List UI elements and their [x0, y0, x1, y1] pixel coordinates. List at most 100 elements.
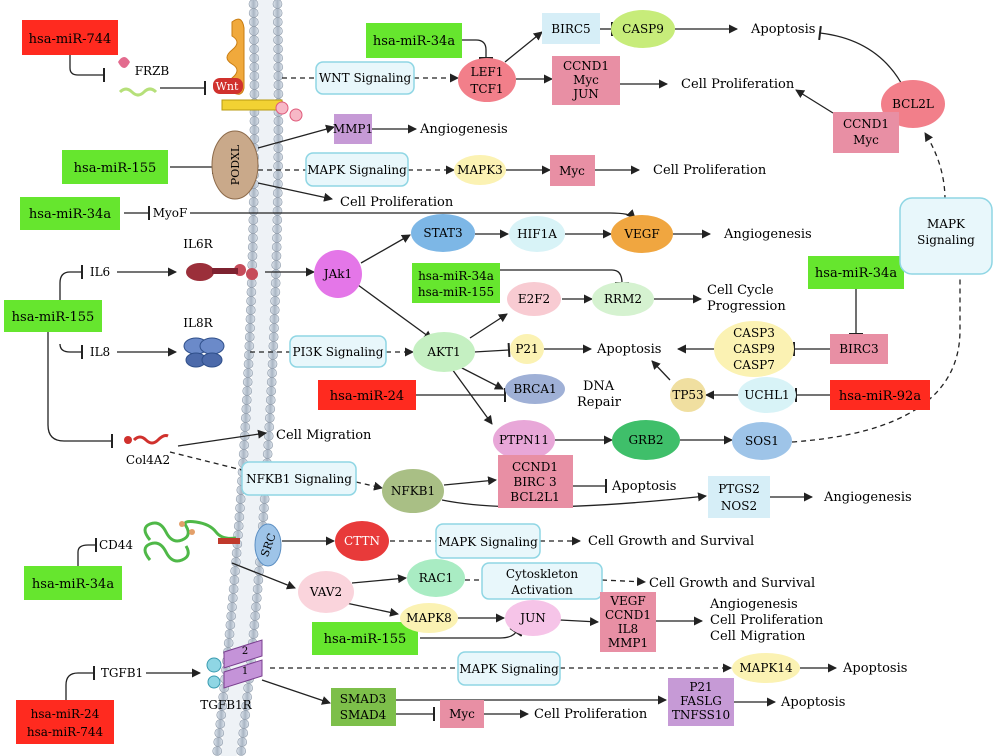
lipid-head	[265, 404, 276, 414]
lipid-head	[240, 422, 251, 432]
lipid-head	[248, 0, 259, 9]
outcome-label: Angiogenesis	[419, 122, 508, 137]
gene-node	[298, 571, 354, 613]
gene-node	[542, 13, 600, 44]
lipid-head	[248, 629, 259, 639]
lipid-head	[249, 26, 259, 36]
gene-node	[738, 377, 796, 413]
lipid-head	[236, 746, 247, 756]
lipid-head	[224, 629, 235, 639]
gene-node	[668, 678, 734, 726]
lipid-head	[273, 44, 283, 54]
gene-label: CCND1	[563, 59, 609, 73]
mirna-label: hsa-miR-744	[29, 32, 112, 47]
gene-node	[440, 700, 484, 728]
mirna-box	[366, 23, 462, 58]
cd44-icon	[143, 520, 240, 563]
lipid-head	[238, 449, 249, 459]
gene-node	[611, 10, 675, 48]
lipid-head	[244, 332, 255, 342]
lipid-head	[266, 377, 277, 387]
lipid-head	[269, 305, 280, 315]
gene-label: FASLG	[680, 694, 722, 708]
mirna-box	[4, 300, 102, 332]
gene-label: CCND1	[605, 608, 651, 622]
lipid-head	[273, 35, 283, 45]
gene-label: CASP9	[733, 342, 775, 356]
lipid-head	[243, 683, 253, 693]
membrane-core	[220, 0, 275, 756]
pathway-label: Signaling	[917, 233, 975, 247]
outcome-label: DNA	[583, 379, 615, 394]
gene-label: JUN	[518, 611, 545, 625]
frzb-icon	[118, 57, 158, 97]
pathway-box	[315, 61, 415, 95]
gene-node	[833, 112, 899, 153]
outcome-label: Apoptosis	[842, 661, 907, 676]
lipid-head	[246, 296, 256, 306]
receptor-label: TGFB1	[101, 666, 143, 680]
gene-node	[334, 114, 372, 144]
lipid-head	[263, 440, 274, 450]
outcome-label: Apoptosis	[780, 695, 845, 710]
lipid-head	[239, 719, 250, 729]
outcome-label: Angiogenesis	[823, 490, 912, 505]
gene-label: BRCA1	[513, 382, 556, 396]
lipid-head	[272, 8, 283, 18]
gene-node	[552, 56, 620, 105]
lipid-head	[245, 323, 255, 333]
gene-label: MMP1	[608, 636, 648, 650]
gene-label: CASP3	[733, 326, 775, 340]
lipid-head	[271, 260, 282, 270]
gene-node	[458, 58, 516, 102]
lipid-head	[229, 575, 240, 585]
lipid-head	[237, 737, 248, 747]
gene-node	[407, 559, 465, 597]
pathway-label: NFKB1 Signaling	[246, 472, 352, 486]
outcome-label: Cell Proliferation	[710, 613, 824, 628]
gene-label: BIRC3	[839, 342, 878, 356]
lipid-head	[265, 395, 276, 405]
receptor-label: IL6R	[183, 237, 213, 251]
gene-node	[400, 603, 458, 633]
lipid-head	[245, 314, 256, 324]
outcome-label: Cell Proliferation	[681, 77, 795, 92]
gene-label: CCND1	[843, 117, 889, 131]
lipid-head	[273, 80, 284, 90]
mirna-box	[808, 256, 904, 289]
gene-label: JAk1	[322, 267, 352, 281]
gene-label: Myc	[559, 164, 585, 178]
wnt-receptor-icon	[213, 18, 303, 122]
pathway-label: WNT Signaling	[319, 71, 412, 85]
lipid-head	[270, 278, 281, 288]
lipid-head	[272, 197, 283, 207]
lipid-head	[248, 17, 259, 27]
gene-label: BCL2L1	[510, 490, 559, 504]
lipid-head	[273, 125, 284, 135]
gene-node	[509, 216, 565, 252]
lipid-head	[227, 602, 237, 612]
receptor-label: IL8	[90, 345, 110, 359]
lipid-head	[259, 503, 269, 513]
mirna-box	[24, 566, 122, 600]
lipid-head	[271, 251, 282, 261]
lipid-head	[249, 53, 260, 63]
receptor-label: IL8R	[183, 316, 213, 330]
lipid-head	[273, 89, 284, 99]
lipid-head	[252, 584, 263, 594]
pathway-box	[457, 651, 561, 686]
outcome-label: Cell Cycle	[707, 283, 774, 298]
lipid-head	[228, 584, 239, 594]
lipid-head	[250, 611, 260, 621]
gene-node	[714, 321, 794, 377]
pathway-label: MAPK	[927, 217, 966, 231]
gene-label: SMAD4	[340, 708, 387, 722]
mirna-label: hsa-miR-34a	[32, 577, 114, 592]
outcome-label: Apoptosis	[750, 22, 815, 37]
lipid-head	[249, 71, 260, 81]
outcome-label: Cell Proliferation	[340, 195, 454, 210]
mirna-label: hsa-miR-24	[31, 707, 100, 721]
lipid-head	[248, 224, 258, 234]
receptor-label: PODXL	[229, 144, 242, 185]
lipid-head	[241, 404, 252, 414]
